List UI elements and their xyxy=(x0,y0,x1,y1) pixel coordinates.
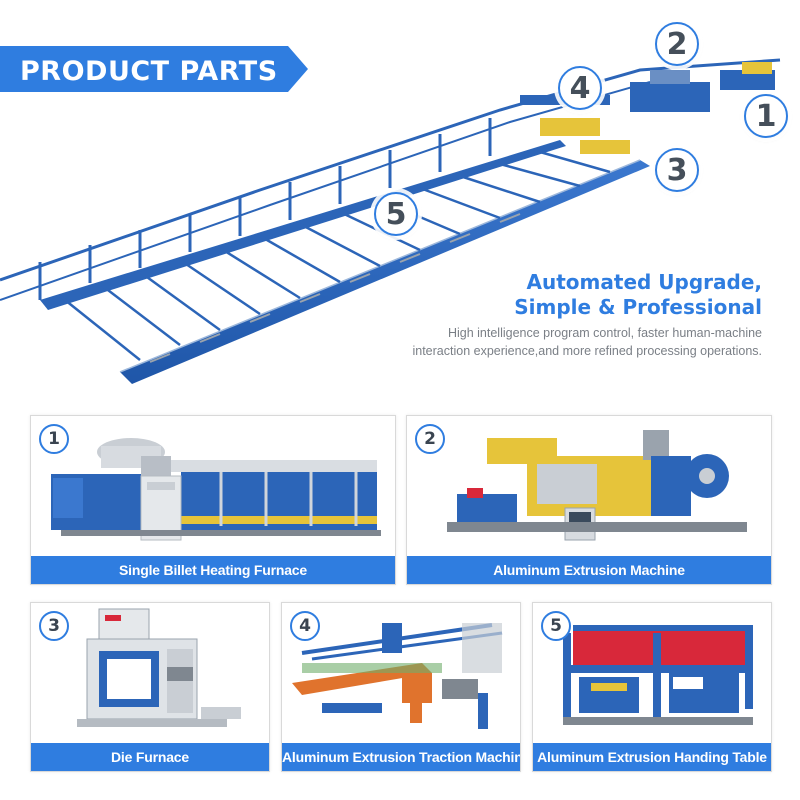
heating-furnace-image xyxy=(31,416,395,556)
headline-line-1: Automated Upgrade, xyxy=(526,270,762,294)
callout-5[interactable]: 5 xyxy=(374,192,418,236)
product-label: Aluminum Extrusion Traction Machine xyxy=(282,743,520,771)
callout-2[interactable]: 2 xyxy=(655,22,699,66)
product-label: Die Furnace xyxy=(31,743,269,771)
hero-description: High intelligence program control, faste… xyxy=(412,324,762,360)
card-number-badge: 1 xyxy=(39,424,69,454)
card-number-badge: 2 xyxy=(415,424,445,454)
hero-headline: Automated Upgrade, Simple & Professional xyxy=(514,270,762,320)
callout-3[interactable]: 3 xyxy=(655,148,699,192)
section-banner: PRODUCT PARTS xyxy=(0,46,308,92)
extrusion-machine-image xyxy=(407,416,771,556)
die-furnace-image xyxy=(31,603,269,743)
callout-1[interactable]: 1 xyxy=(744,94,788,138)
product-label: Single Billet Heating Furnace xyxy=(31,556,395,584)
description-line-1: High intelligence program control, faste… xyxy=(447,326,762,340)
card-number-badge: 3 xyxy=(39,611,69,641)
production-line-illustration xyxy=(0,58,781,384)
section-title: PRODUCT PARTS xyxy=(20,56,278,87)
card-number-badge: 4 xyxy=(290,611,320,641)
product-label: Aluminum Extrusion Handing Table xyxy=(533,743,771,771)
description-line-2: interaction experience,and more refined … xyxy=(412,344,762,358)
headline-line-2: Simple & Professional xyxy=(514,295,762,319)
product-label: Aluminum Extrusion Machine xyxy=(407,556,771,584)
callout-4[interactable]: 4 xyxy=(558,66,602,110)
product-card-3[interactable]: 3 Die Furnace xyxy=(30,602,270,772)
product-card-2[interactable]: 2 Aluminum Extrusion Machine xyxy=(406,415,772,585)
product-card-4[interactable]: 4 Aluminum Extrusion Traction Machine xyxy=(281,602,521,772)
product-card-5[interactable]: 5 Aluminum Extrusion Handing Table xyxy=(532,602,772,772)
card-number-badge: 5 xyxy=(541,611,571,641)
traction-machine-image xyxy=(282,603,520,743)
handling-table-image xyxy=(533,603,771,743)
product-card-1[interactable]: 1 Single Billet Heating Furnace xyxy=(30,415,396,585)
